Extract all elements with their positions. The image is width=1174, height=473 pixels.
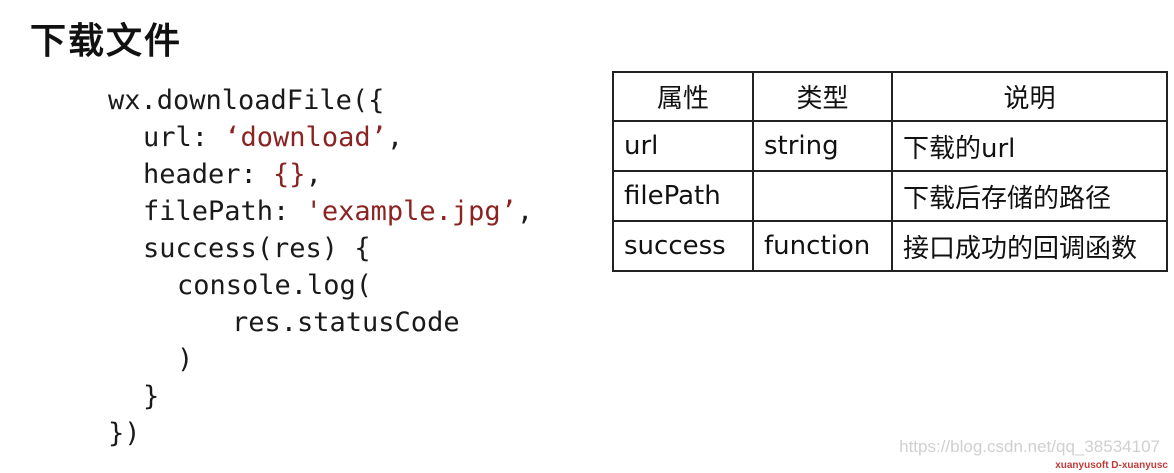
code-line-open: wx.downloadFile({	[108, 85, 385, 116]
cell-type: function	[752, 220, 893, 272]
cell-description: 接口成功的回调函数	[891, 220, 1168, 272]
cell-property: success	[612, 220, 754, 272]
watermark-url: https://blog.csdn.net/qq_38534107	[899, 437, 1160, 456]
code-value-header: {}	[273, 159, 306, 190]
code-value-url: ‘download’	[224, 122, 387, 153]
table-header-row: 属性 类型 说明	[612, 71, 1168, 122]
code-line-status-code: res.statusCode	[232, 307, 460, 338]
code-line-url: url: ‘download’,	[143, 119, 403, 156]
code-comma: ,	[386, 122, 404, 153]
cell-property: url	[612, 120, 754, 172]
table-row: filePath 下载后存储的路径	[612, 170, 1168, 222]
header-property: 属性	[612, 71, 754, 122]
cell-type	[752, 170, 893, 222]
table-row: success function 接口成功的回调函数	[612, 220, 1168, 272]
slide-title: 下载文件	[30, 21, 183, 62]
code-line-success: success(res) {	[143, 233, 371, 264]
code-comma: ,	[516, 196, 534, 227]
cell-property: filePath	[612, 170, 754, 222]
watermark-brand: xuanyusoft D-xuanyusc	[1055, 460, 1168, 471]
header-type: 类型	[752, 71, 893, 122]
code-line-close-brace: }	[143, 381, 160, 412]
code-line-close-call: })	[108, 418, 141, 449]
properties-table: 属性 类型 说明 url string 下载的url filePath 下载后存…	[612, 71, 1168, 272]
code-comma: ,	[305, 159, 322, 190]
cell-type: string	[752, 120, 893, 172]
code-line-close-paren: )	[177, 344, 194, 375]
code-line-header: header: {},	[143, 156, 322, 193]
code-key-header: header:	[143, 159, 274, 190]
code-key-url: url:	[143, 122, 225, 153]
cell-description: 下载的url	[891, 120, 1168, 172]
cell-description: 下载后存储的路径	[891, 170, 1168, 222]
header-description: 说明	[891, 71, 1168, 122]
code-value-filepath: 'example.jpg’	[305, 196, 517, 227]
code-line-console-log: console.log(	[177, 270, 373, 301]
code-key-filepath: filePath:	[143, 196, 306, 227]
code-line-filepath: filePath: 'example.jpg’,	[143, 193, 533, 230]
table-row: url string 下载的url	[612, 120, 1168, 172]
